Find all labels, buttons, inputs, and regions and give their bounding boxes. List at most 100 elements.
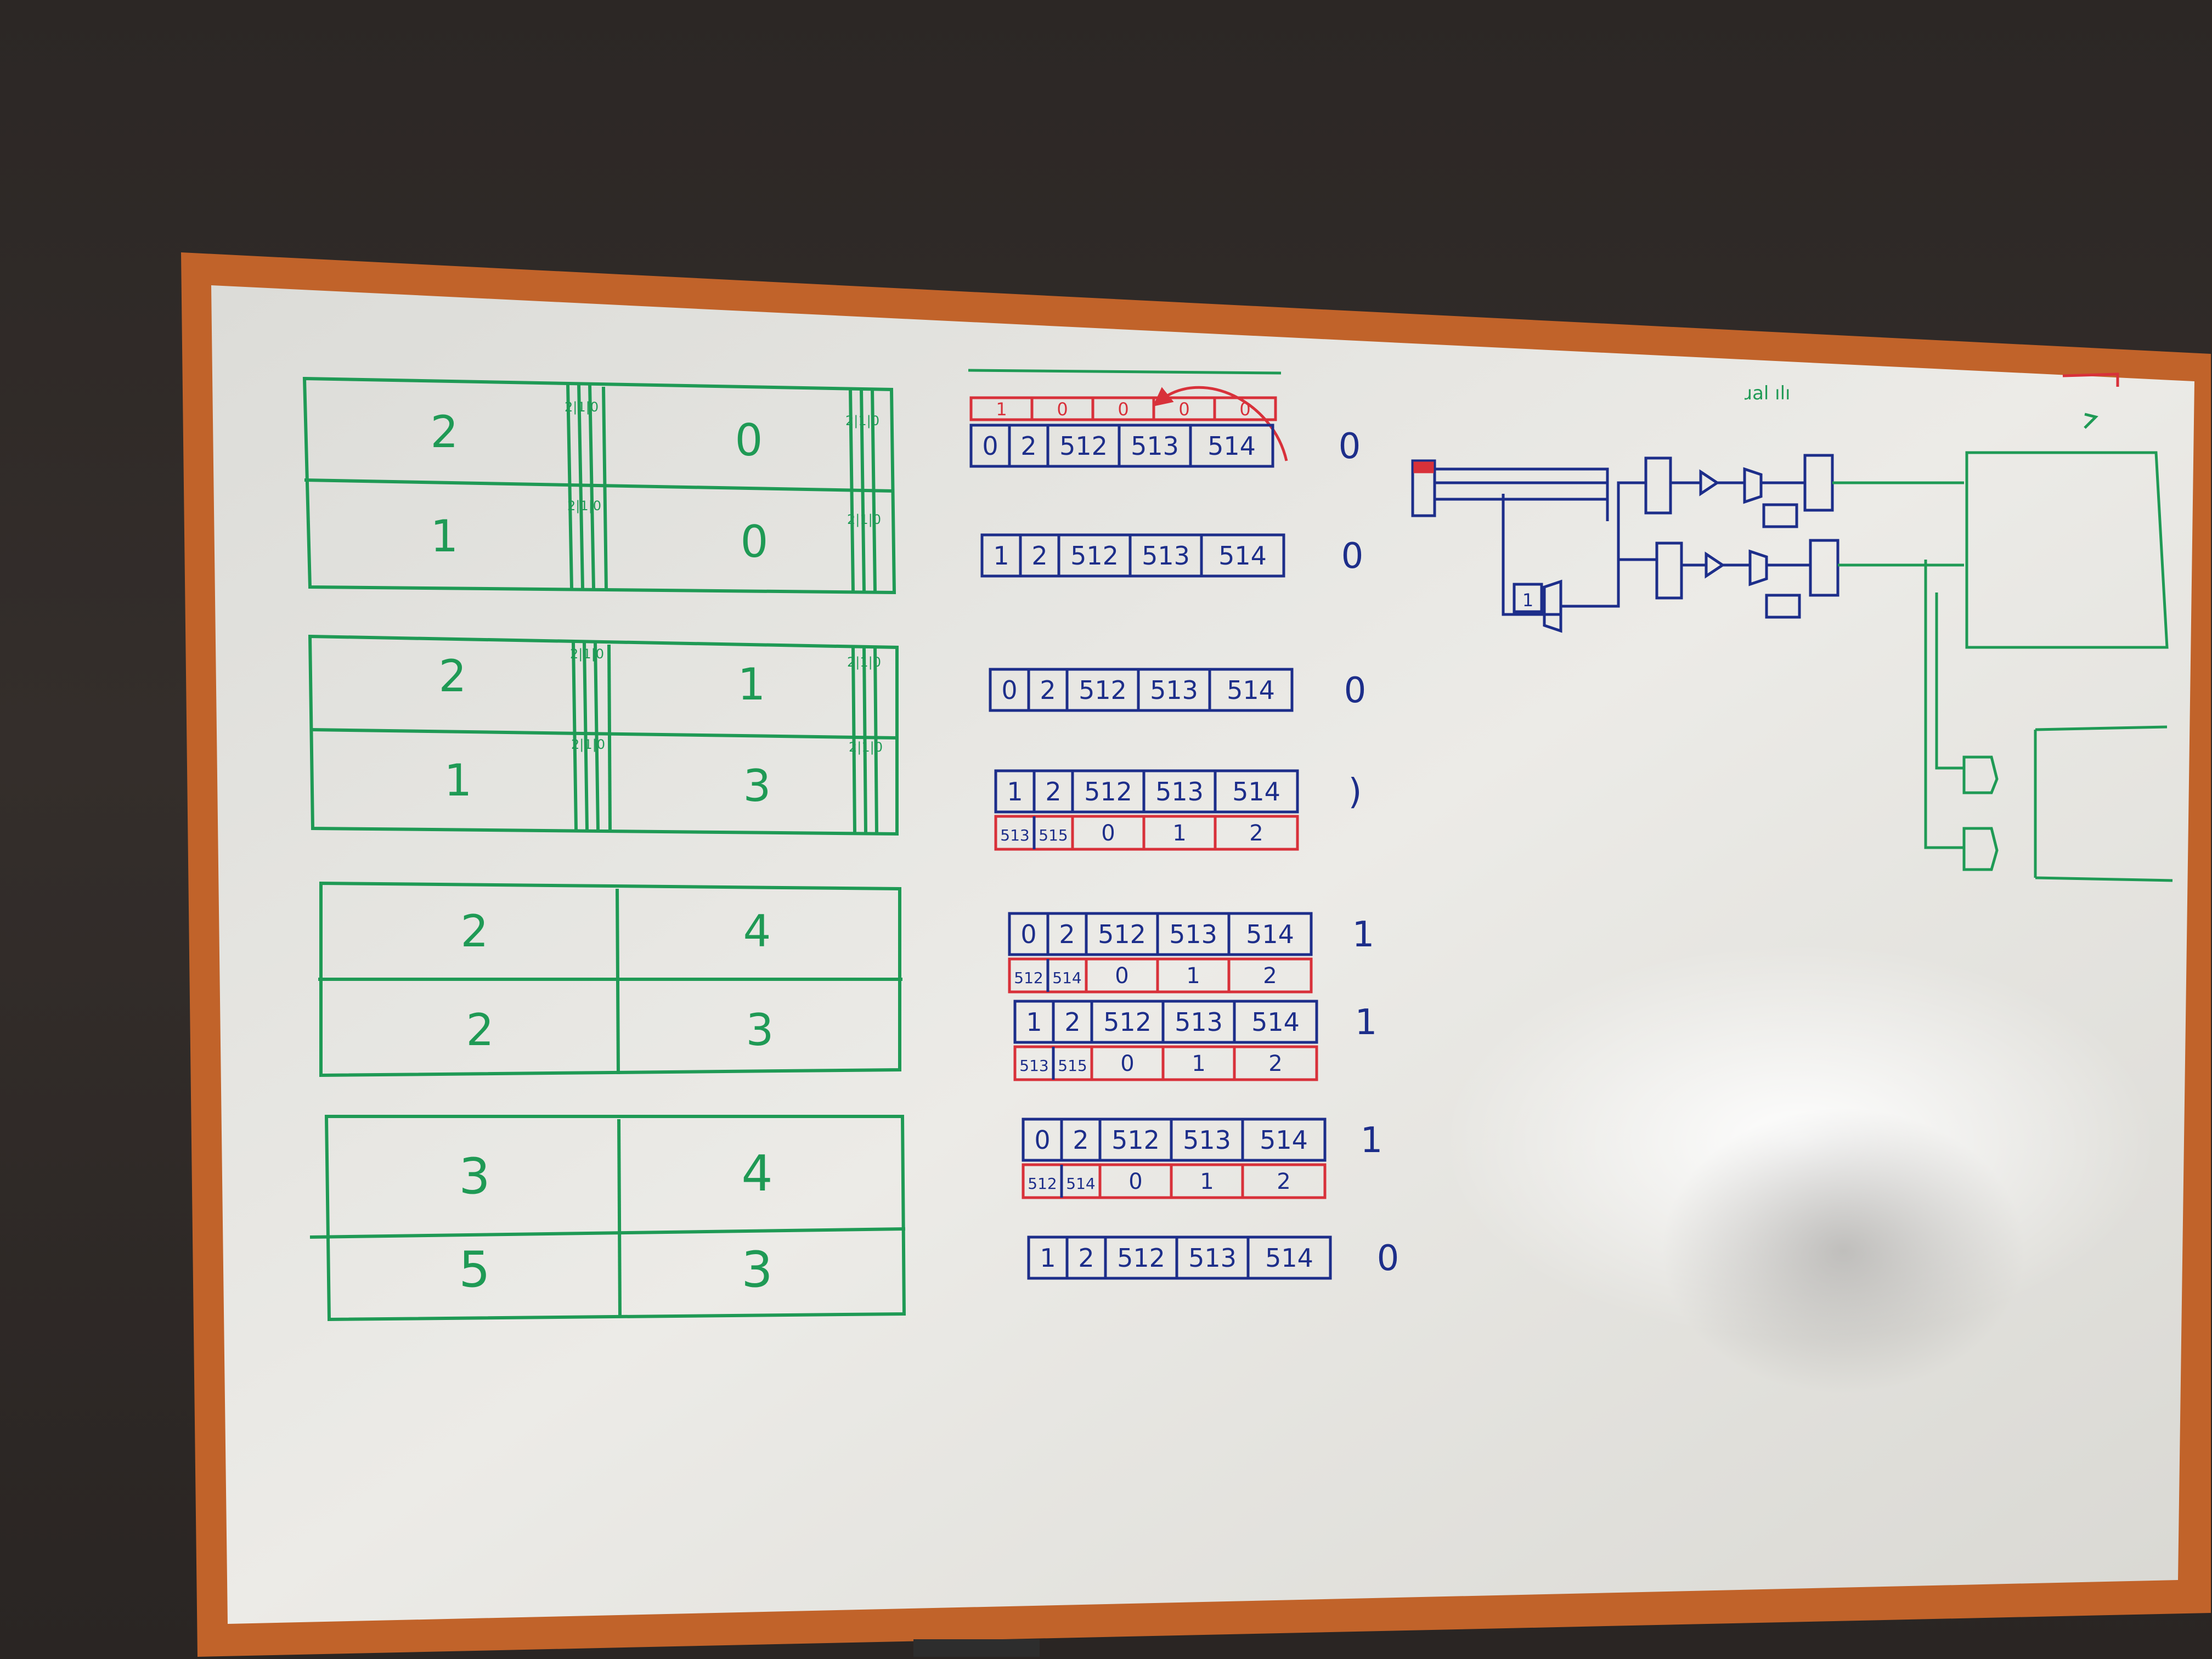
array-cell: 2 bbox=[1073, 1125, 1088, 1155]
red-array-cell: 0 bbox=[1128, 1169, 1142, 1194]
array-cell: 2 bbox=[1059, 919, 1075, 949]
array-frame bbox=[994, 769, 1299, 814]
array-frame bbox=[989, 668, 1294, 712]
red-array-cell: 512 bbox=[1028, 1175, 1057, 1193]
array-cell: 514 bbox=[1265, 1243, 1313, 1273]
red-array-cell: 0 bbox=[1115, 963, 1128, 989]
array-cell: 1 bbox=[993, 541, 1009, 571]
grid2-tag-4: 2|1|0 bbox=[849, 740, 883, 755]
circuit-input-register bbox=[1411, 459, 1436, 517]
circuit-const-label: 1 bbox=[1522, 590, 1533, 611]
grid2-cell-3: 1 bbox=[444, 755, 472, 806]
array-cell: 514 bbox=[1232, 777, 1280, 806]
array-cell: 512 bbox=[1103, 1007, 1152, 1037]
array-cell: 513 bbox=[1155, 777, 1204, 806]
array-frame bbox=[1013, 1000, 1318, 1044]
grid2-tag-3: 2|1|0 bbox=[571, 737, 605, 752]
grid2-tag-1: 2|1|0 bbox=[570, 646, 604, 662]
green-gate-2 bbox=[1962, 827, 1999, 871]
array-cell: 514 bbox=[1207, 431, 1256, 461]
flag-cell: 0 bbox=[1178, 399, 1189, 420]
array-result: 1 bbox=[1352, 915, 1375, 955]
array-cell: 513 bbox=[1183, 1125, 1231, 1155]
grid1-tag-1: 2|1|0 bbox=[565, 399, 599, 415]
red-array-cell: 1 bbox=[1192, 1051, 1205, 1076]
grid2-cell-4: 3 bbox=[743, 760, 771, 811]
grid2-cell-1: 2 bbox=[439, 651, 467, 702]
red-array-cell: 2 bbox=[1263, 963, 1277, 989]
array-cell: 2 bbox=[1078, 1243, 1094, 1273]
array-frame bbox=[969, 424, 1274, 468]
array-cell: 513 bbox=[1188, 1243, 1237, 1273]
green-grid-2 bbox=[308, 634, 899, 836]
flag-cell: 0 bbox=[1118, 399, 1128, 420]
red-array-cell: 513 bbox=[1019, 1057, 1048, 1075]
array-result: 0 bbox=[1377, 1238, 1400, 1279]
array-cell: 514 bbox=[1218, 541, 1267, 571]
array-cell: 2 bbox=[1031, 541, 1047, 571]
array-cell: 513 bbox=[1131, 431, 1179, 461]
grid2-tag-2: 2|1|0 bbox=[847, 654, 881, 670]
circuit-out-reg-2 bbox=[1809, 539, 1839, 597]
circuit-sub-box-2 bbox=[1765, 594, 1801, 619]
array-cell: 512 bbox=[1098, 919, 1146, 949]
red-corner-mark bbox=[2062, 373, 2119, 387]
grid3-cell-1: 2 bbox=[461, 906, 489, 957]
array-result: 0 bbox=[1344, 670, 1367, 711]
red-array-frame bbox=[1022, 1163, 1327, 1199]
grid3-cell-4: 3 bbox=[746, 1005, 774, 1056]
array-cell: 514 bbox=[1227, 675, 1275, 705]
red-array-frame bbox=[1013, 1045, 1318, 1081]
flag-cell: 0 bbox=[1057, 399, 1068, 420]
green-grid-3 bbox=[318, 881, 902, 1077]
grid4-cell-2: 4 bbox=[741, 1145, 772, 1203]
grid3-cell-3: 2 bbox=[466, 1005, 494, 1056]
array-cell: 513 bbox=[1175, 1007, 1223, 1037]
array-cell: 0 bbox=[982, 431, 998, 461]
array-cell: 512 bbox=[1117, 1243, 1165, 1273]
person-shadow bbox=[1662, 1108, 2024, 1393]
marker-tray-eraser bbox=[913, 1639, 1040, 1657]
array-frame bbox=[1022, 1118, 1327, 1162]
circuit-const-box bbox=[1513, 583, 1543, 613]
red-array-cell: 2 bbox=[1249, 821, 1263, 846]
grid1-cell-2: 0 bbox=[735, 415, 763, 466]
green-gate-1 bbox=[1962, 755, 1999, 794]
red-array-cell: 513 bbox=[1000, 826, 1029, 844]
circuit-diagram bbox=[1411, 454, 1839, 633]
red-array-cell: 2 bbox=[1268, 1051, 1282, 1076]
red-array-cell: 515 bbox=[1039, 826, 1068, 844]
array-result: ) bbox=[1348, 772, 1362, 812]
array-cell: 1 bbox=[1026, 1007, 1042, 1037]
red-array-frame bbox=[1008, 957, 1313, 994]
red-array-cell: 0 bbox=[1120, 1051, 1134, 1076]
array-result: 0 bbox=[1341, 536, 1364, 577]
grid1-tag-3: 2|1|0 bbox=[567, 498, 601, 514]
red-array-cell: 1 bbox=[1186, 963, 1200, 989]
circuit-reg-1 bbox=[1644, 456, 1672, 515]
red-array-cell: 2 bbox=[1277, 1169, 1290, 1194]
array-cell: 2 bbox=[1045, 777, 1061, 806]
array-cell: 514 bbox=[1246, 919, 1294, 949]
red-array-cell: 512 bbox=[1014, 969, 1043, 987]
grid4-cell-3: 5 bbox=[459, 1241, 490, 1299]
red-array-cell: 515 bbox=[1058, 1057, 1087, 1075]
grid4-cell-4: 3 bbox=[741, 1241, 772, 1299]
grid4-cell-1: 3 bbox=[459, 1148, 490, 1205]
array-frame bbox=[1008, 912, 1313, 956]
array-cell: 0 bbox=[1020, 919, 1036, 949]
green-grid-1 bbox=[302, 376, 896, 595]
red-array-cell: 514 bbox=[1066, 1175, 1095, 1193]
array-cell: 0 bbox=[1001, 675, 1017, 705]
green-scribble: ɹal ılı bbox=[1745, 382, 1791, 404]
grid2-cell-2: 1 bbox=[738, 659, 766, 710]
array-cell: 512 bbox=[1079, 675, 1127, 705]
array-cell: 2 bbox=[1020, 431, 1036, 461]
green-right-box-top bbox=[1965, 451, 2169, 649]
grid1-cell-1: 2 bbox=[431, 407, 459, 458]
red-array-frame bbox=[994, 815, 1299, 851]
